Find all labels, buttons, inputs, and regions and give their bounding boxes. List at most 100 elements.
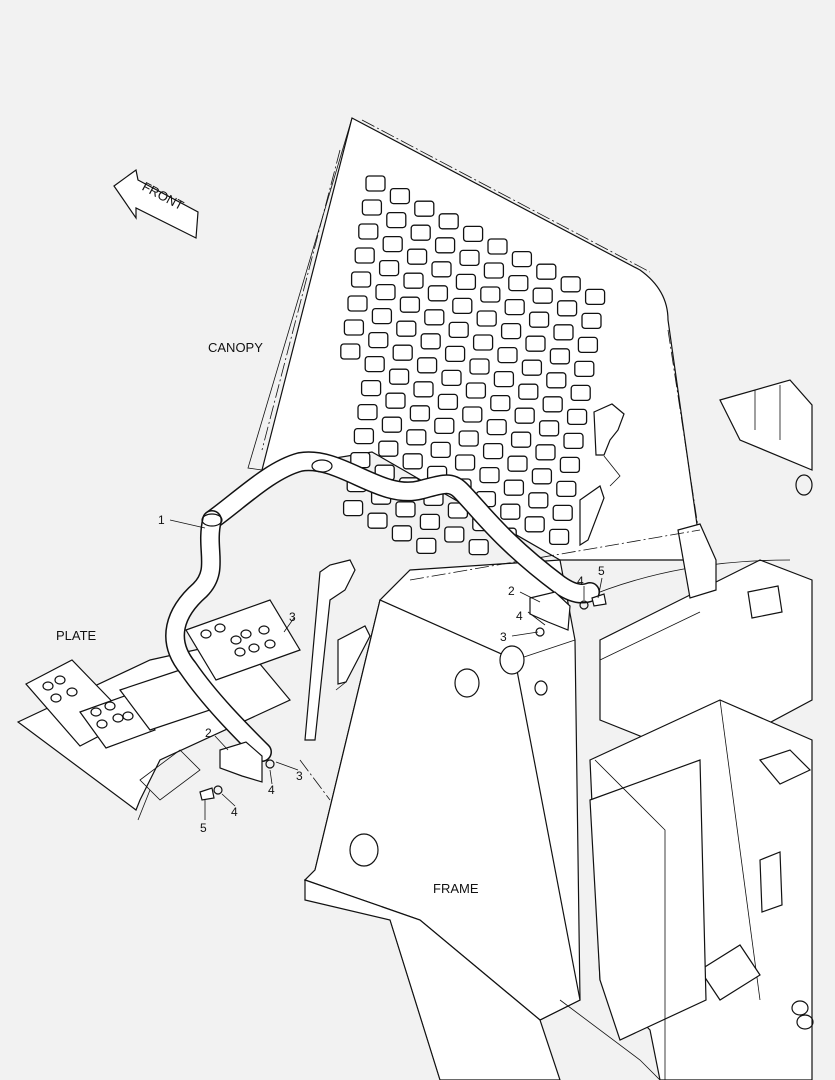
grille-slot [386,211,407,229]
grille-slot [532,287,553,304]
grille-slot [525,335,546,352]
grille-slot [406,429,427,446]
grille-slot [434,237,456,254]
grille-slot [357,403,378,421]
callout-4-left-a: 4 [268,783,275,797]
grille-slot [361,199,383,216]
grille-slot [347,295,368,312]
plate-hole [230,635,242,645]
grille-slot [409,405,431,422]
grille-slot [371,307,393,325]
grille-slot [431,261,452,278]
grille-slot [416,357,438,374]
grille-slot [462,225,484,243]
plate-holes [42,623,276,729]
grille-slot [427,285,449,302]
grille-slot [584,288,606,306]
grille-slot [434,417,455,435]
grille-slot [528,311,550,328]
plate-hole [42,681,54,691]
grille-slot [395,501,416,518]
grille-slot [465,382,487,399]
grille-slot [476,310,497,327]
grille-slot [410,224,431,241]
grille-slot [487,238,508,255]
grille-slot [424,309,445,326]
grille-slot [353,427,375,445]
grille-slot [559,456,581,474]
grille-slot [510,431,532,448]
grille-slot [504,298,525,316]
grille-slot [360,379,382,397]
grille-slot [508,274,529,292]
grille-slot [399,296,421,313]
grille-slot [507,455,528,472]
plate-hole [258,625,270,635]
grille-slot [486,418,507,436]
grille-slot [454,454,476,471]
grille-slot [548,528,570,546]
callout-3-left: 3 [296,769,303,783]
bracket-right [529,591,607,637]
grille-slot [553,324,574,341]
grille-slot [480,286,501,303]
plate-hole [264,639,276,649]
plate-hole [200,629,212,639]
grille-slot [385,392,406,409]
grille-slot [528,492,549,509]
grille-slot [468,538,489,556]
grille-slot [458,430,479,447]
plate-hole [248,643,260,653]
grille-slot [419,513,441,531]
right-structure [579,379,814,1080]
grille-slot [490,394,511,412]
leader-lines [169,519,603,820]
grille-slot [493,370,515,388]
grille-slot [402,453,423,470]
floor-plates [16,599,301,821]
grille-slot [388,368,410,385]
plate-hole [50,693,62,703]
grille-slot [538,420,560,437]
grille-slot [368,331,389,349]
grille-slot [535,444,556,461]
grille-slot [448,321,469,339]
grille-slot [342,499,364,517]
grille-slot [381,416,403,433]
grille-slot [483,262,505,279]
grille-slot [581,312,602,330]
plate-hole [122,711,134,721]
grille-slot [365,175,386,192]
grille-slot [343,319,365,336]
plate-label: PLATE [56,628,97,643]
grille-slot [414,200,435,217]
grille-slot [531,468,553,485]
frame-label: FRAME [433,881,479,896]
grille-slot [536,263,557,280]
grille-slot [521,359,543,376]
grille-slot [563,432,584,450]
grille-slot [503,479,525,496]
grille-slot [389,187,411,205]
grille-slot [518,383,539,400]
grille-slot [413,381,434,398]
callout-3-right: 3 [500,630,507,644]
bracket-left [199,741,275,801]
grille-slot [375,283,396,301]
grille-slot [378,259,400,277]
grille-slot [452,297,473,315]
grille-slot [552,504,573,522]
grille-slot [358,223,379,240]
grille-slot [444,526,465,543]
roll-bar-tube [165,451,600,762]
grille-slot [549,348,571,365]
grille-slot [479,466,500,484]
grille-slot [514,407,535,424]
plate-hole [90,707,102,717]
grille-slot [364,355,385,373]
grille-slot [560,276,581,293]
grille-slot [469,358,490,375]
grille-slot [472,334,494,351]
grille-slot [462,406,483,423]
